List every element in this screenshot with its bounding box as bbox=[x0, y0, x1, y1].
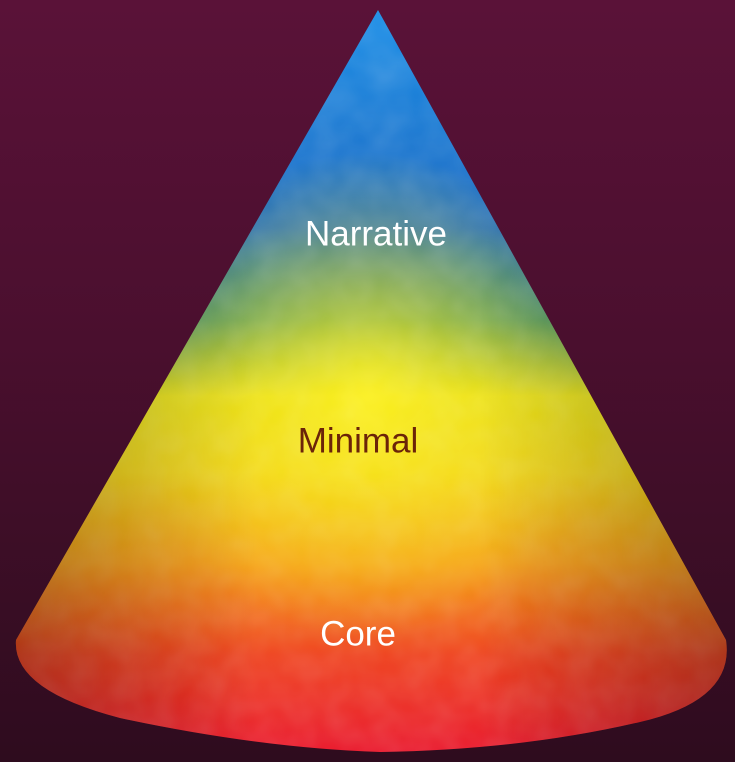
layer-label-minimal: Minimal bbox=[298, 421, 419, 460]
layer-label-narrative: Narrative bbox=[305, 214, 447, 253]
layer-label-core: Core bbox=[320, 614, 396, 653]
